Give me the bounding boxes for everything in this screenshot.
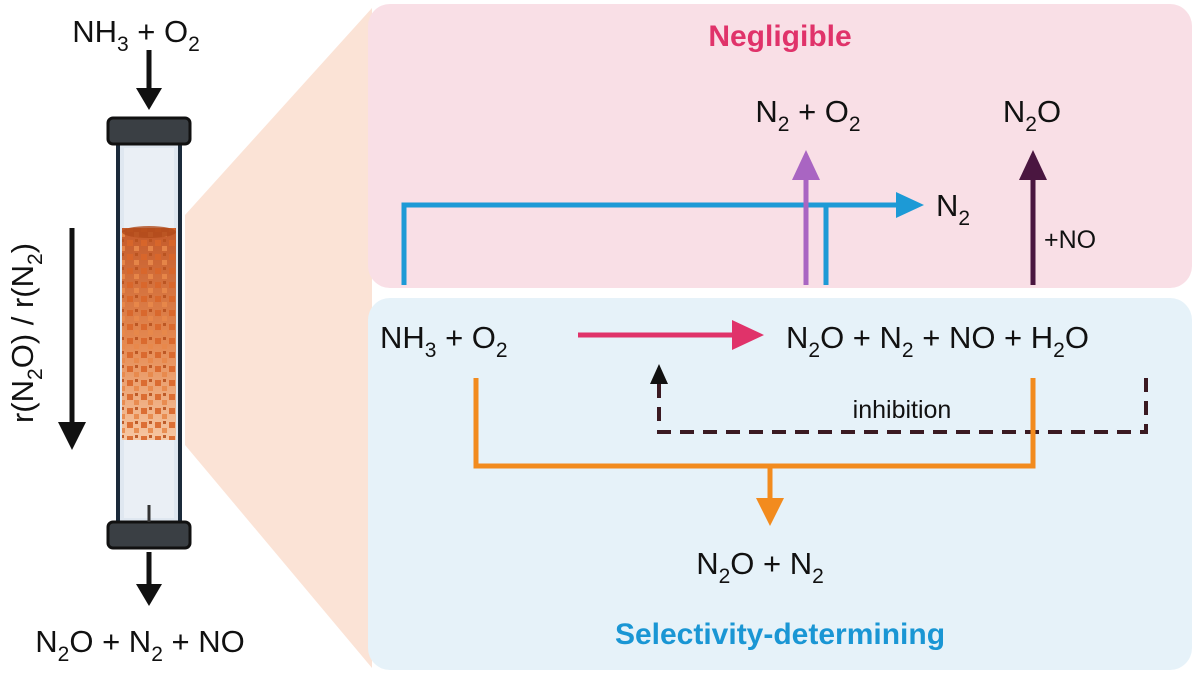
reactor-product-label: N2O + N2 + NO bbox=[35, 624, 244, 666]
reactor-top-cap bbox=[106, 116, 192, 146]
inhibition-arrow bbox=[650, 364, 1148, 434]
n2o-formation-arrow bbox=[1019, 150, 1047, 285]
selectivity-title: Selectivity-determining bbox=[615, 618, 945, 651]
selectivity-panel bbox=[368, 298, 1192, 670]
no-decomposition-arrow bbox=[792, 150, 820, 285]
n2o-product-top: N2O bbox=[1003, 94, 1061, 136]
feed-arrow bbox=[136, 50, 162, 110]
packed-bed-reactor bbox=[106, 116, 192, 550]
primary-products: N2O + N2 + NO + H2O bbox=[786, 320, 1089, 362]
product-arrow bbox=[136, 552, 162, 606]
inhibition-label: inhibition bbox=[853, 396, 952, 424]
zoom-fan bbox=[185, 8, 372, 668]
rate-ratio-label: r(N2O) / r(N2) bbox=[5, 243, 47, 423]
plus-no-label: +NO bbox=[1044, 226, 1096, 254]
n2-o2-product: N2 + O2 bbox=[755, 94, 860, 136]
bed-direction-arrow bbox=[58, 228, 86, 450]
reactor-bottom-cap bbox=[106, 520, 192, 550]
main-reaction-arrow bbox=[578, 320, 764, 350]
negligible-title: Negligible bbox=[708, 20, 851, 53]
reactants-nh3-o2: NH3 + O2 bbox=[380, 320, 508, 362]
nh3-to-n2-arrow bbox=[401, 192, 924, 285]
outcome-n2o-n2: N2O + N2 bbox=[696, 546, 824, 588]
reactor-feed-label: NH3 + O2 bbox=[72, 14, 200, 56]
n2-product-right: N2 bbox=[936, 188, 970, 230]
negligible-panel bbox=[368, 4, 1192, 288]
consecutive-reaction-arrow bbox=[473, 378, 1036, 526]
